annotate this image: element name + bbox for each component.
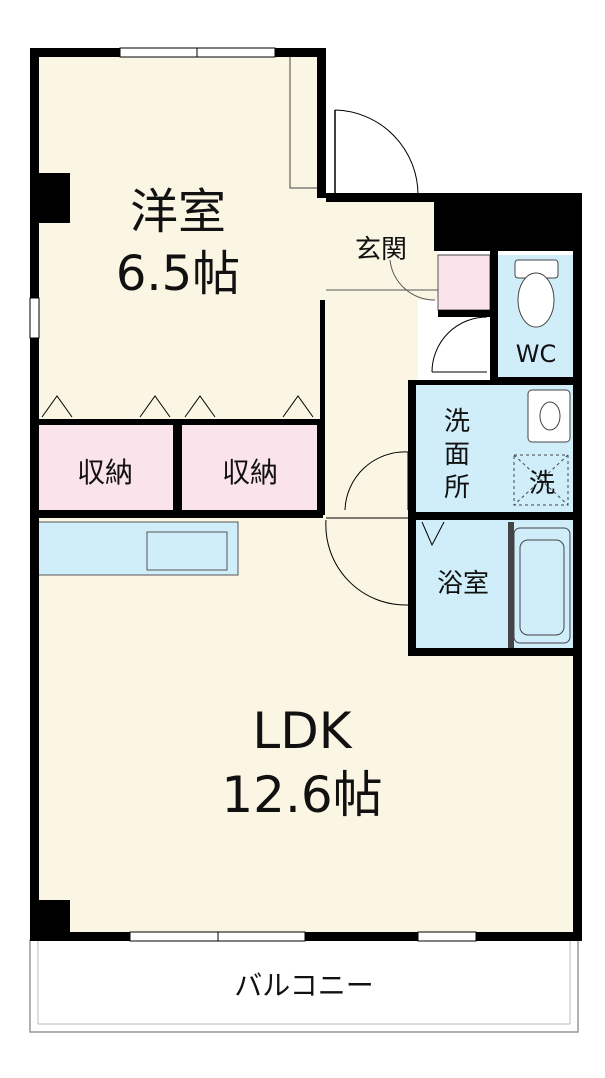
ldk-name: LDK [252,702,352,760]
western-room-size: 6.5帖 [116,246,240,302]
storage-right-label: 収納 [222,456,278,489]
entrance-floor [323,200,438,300]
storage-right [182,425,320,513]
storage-left [38,425,173,513]
balcony-area [29,939,579,1033]
kitchen-sink-icon [146,531,228,571]
western-room-name: 洋室 [130,184,226,240]
kitchen-counter [37,521,239,576]
balcony-label: バルコニー [234,969,373,1002]
ldk-size: 12.6帖 [221,766,382,824]
washroom-label-1: 洗 [444,407,470,437]
washer-space-icon [513,454,569,506]
shoe-box [437,254,491,311]
toilet-bowl-icon [517,272,555,328]
washer-label: 洗 [529,469,555,499]
storage-left-label: 収納 [77,456,133,489]
washroom-label-2: 面 [444,440,470,470]
western-room-floor [38,55,323,425]
bath-label: 浴室 [437,569,489,599]
entrance-label: 玄関 [355,235,407,265]
wc-label: WC [516,340,557,368]
washroom-label-3: 所 [444,473,470,503]
